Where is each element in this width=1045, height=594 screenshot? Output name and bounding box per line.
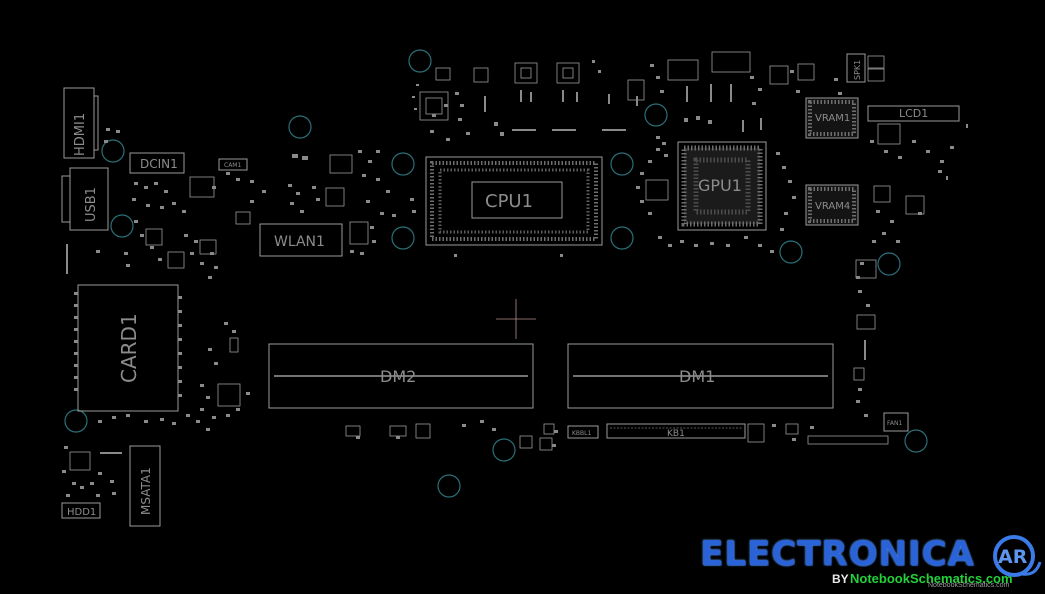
cam-label: CAM1: [224, 162, 241, 169]
fan-connector: [883, 412, 909, 432]
card-label: CARD1: [117, 313, 141, 383]
kb-connector: [606, 423, 746, 439]
dcin-label: DCIN1: [140, 157, 178, 171]
card-reader: [74, 284, 182, 412]
kbl-connector: [567, 425, 599, 439]
spk-label: SPK1: [853, 60, 862, 80]
vram4-label: VRAM4: [815, 201, 850, 212]
dcin-connector: [129, 152, 185, 174]
vram4-chip: [805, 184, 859, 226]
usb-label: USB1: [84, 187, 99, 222]
usb-connector: [61, 167, 109, 231]
brand-by-label: BY: [832, 572, 849, 586]
origin-crosshair: [496, 299, 536, 339]
kbl-label: KBBL1: [572, 430, 592, 437]
brand-logo-icon: AR: [993, 535, 1042, 577]
brand-site-small: NotebookSchematics.com: [928, 582, 1010, 589]
watermark-branding: ELECTRONICA BY NotebookSchematics.com No…: [700, 532, 1045, 594]
dm1-label: DM1: [679, 367, 715, 386]
cpu-package: [425, 156, 603, 246]
spk-connector: [846, 53, 866, 83]
brand-title: ELECTRONICA: [700, 534, 975, 574]
hdmi-label: HDMI1: [73, 113, 88, 156]
brand-logo-letters: AR: [998, 546, 1028, 568]
hdd-label: HDD1: [67, 507, 96, 518]
kb-label: KB1: [667, 429, 685, 439]
brand-site-link: NotebookSchematics.com: [850, 571, 1013, 586]
msata-connector: [129, 445, 161, 527]
vram1-chip: [805, 97, 859, 139]
lcd-connector: [867, 105, 960, 122]
wlan-label: WLAN1: [274, 234, 325, 250]
pad-clusters: [62, 60, 968, 497]
dm2-label: DM2: [380, 367, 416, 386]
fan-label: FAN1: [887, 420, 902, 427]
cpu-label: CPU1: [485, 191, 533, 212]
hdmi-connector: [63, 87, 99, 159]
dm2-slot: [268, 343, 534, 409]
mounting-holes: [64, 49, 928, 498]
dm1-slot: [567, 343, 834, 409]
hdd-connector: [61, 502, 101, 519]
msata-label: MSATA1: [139, 467, 153, 515]
wlan-connector: [259, 223, 343, 257]
cam-connector: [218, 158, 248, 171]
gpu-package: [677, 141, 767, 231]
gpu-label: GPU1: [698, 176, 742, 195]
vram1-label: VRAM1: [815, 113, 850, 124]
lcd-label: LCD1: [899, 107, 928, 120]
